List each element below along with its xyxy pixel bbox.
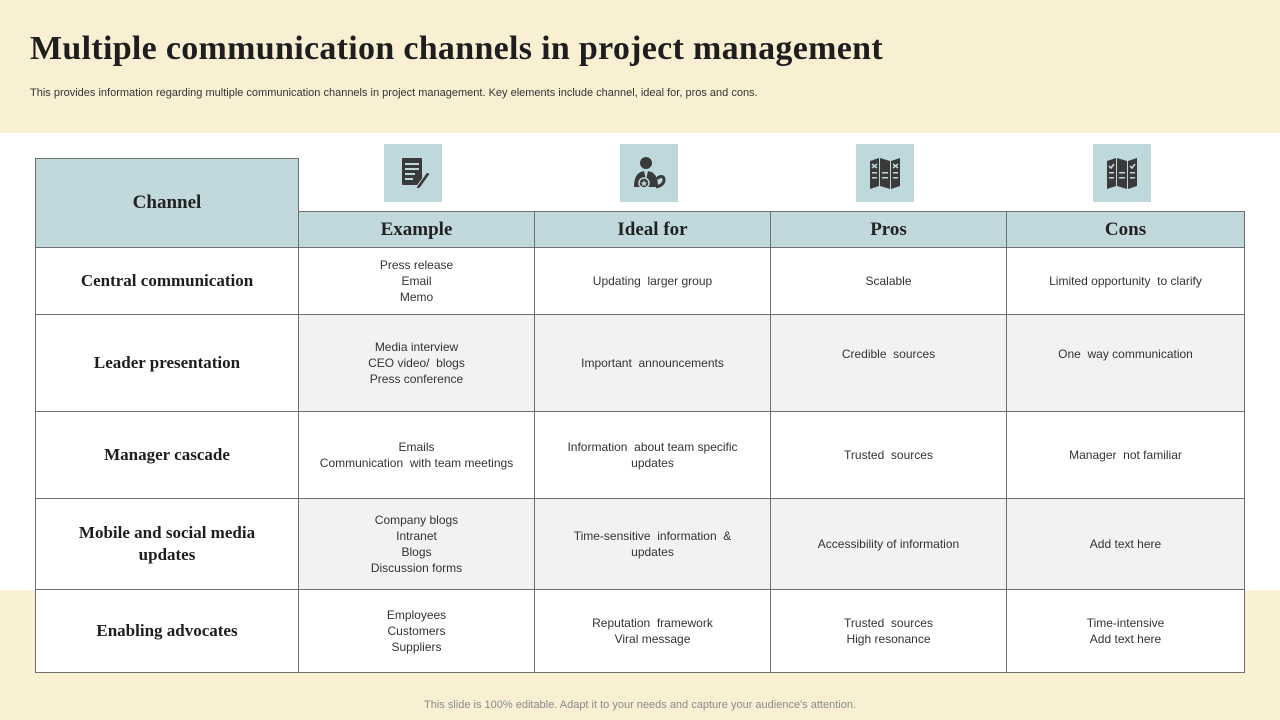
cell-line: Add text here [1089, 632, 1162, 646]
row-channel-leader-presentation: Leader presentation [35, 315, 299, 412]
page-subtitle: This provides information regarding mult… [30, 87, 758, 99]
cell-line: updates [631, 545, 674, 559]
cell-line: Blogs [401, 545, 432, 559]
footer-note: This slide is 100% editable. Adapt it to… [424, 699, 856, 711]
table-cell-ideal-for: Important announcements [535, 315, 771, 412]
cell-line: One way communication [1058, 347, 1193, 361]
table-cell-pros: Scalable [771, 248, 1007, 315]
cell-line: High resonance [846, 632, 931, 646]
table-cell-ideal-for: Time-sensitive information & updates [535, 499, 771, 590]
page-title: Multiple communication channels in proje… [30, 30, 883, 67]
table-cell-ideal-for: Updating larger group [535, 248, 771, 315]
header-band [0, 0, 1280, 133]
brochure-check-icon [1093, 144, 1151, 202]
icon-spacer [299, 158, 1245, 211]
row-channel-mobile-social: Mobile and social media updates [35, 499, 299, 590]
table-cell-cons: Limited opportunity to clarify [1007, 248, 1245, 315]
person-award-icon [620, 144, 678, 202]
cell-line: Customers [387, 624, 446, 638]
cell-line: Press conference [369, 372, 464, 386]
cell-line: Trusted sources [844, 616, 933, 630]
col-header-cons: Cons [1007, 211, 1245, 248]
table-cell-pros: Trusted sources [771, 412, 1007, 499]
cell-line: Reputation framework [592, 616, 713, 630]
cell-line: Updating larger group [592, 274, 713, 288]
table-cell-pros: Accessibility of information [771, 499, 1007, 590]
brochure-cross-icon [856, 144, 914, 202]
cell-line: Suppliers [391, 640, 442, 654]
cell-line: Memo [399, 290, 434, 304]
table-cell-cons: Add text here [1007, 499, 1245, 590]
table-cell-cons: One way communication [1007, 315, 1245, 412]
cell-line: Emails [398, 440, 435, 454]
cell-line: Company blogs [374, 513, 459, 527]
row-channel-central-communication: Central communication [35, 248, 299, 315]
cell-line: Trusted sources [844, 448, 933, 462]
cell-line: Accessibility of information [817, 537, 960, 551]
cell-line: Press release [379, 258, 454, 272]
cell-line: Time-intensive [1086, 616, 1165, 630]
cell-line: Limited opportunity to clarify [1049, 274, 1202, 288]
cell-line: Manager not familiar [1069, 448, 1182, 462]
cell-line: Discussion forms [370, 561, 463, 575]
channels-table: Channel Example Ideal for Pros Cons Cent… [35, 158, 1245, 673]
col-header-ideal-for: Ideal for [535, 211, 771, 248]
channel-header: Channel [35, 158, 299, 248]
cell-line: CEO video/ blogs [368, 356, 465, 370]
cell-line: Information about team specific [567, 440, 738, 454]
cell-line: Scalable [865, 274, 912, 288]
cell-line: Add text here [1089, 537, 1162, 551]
cell-line: Important announcements [581, 356, 724, 370]
cell-line: Intranet [396, 529, 437, 543]
cell-line: Email [401, 274, 432, 288]
col-header-example: Example [299, 211, 535, 248]
cell-line: Employees [386, 608, 447, 622]
table-cell-cons: Manager not familiar [1007, 412, 1245, 499]
cell-line: Time-sensitive information & [573, 529, 732, 543]
document-pen-icon [384, 144, 442, 202]
cell-line: Media interview [374, 340, 459, 354]
row-channel-enabling-advocates: Enabling advocates [35, 590, 299, 673]
table-cell-ideal-for: Information about team specific updates [535, 412, 771, 499]
col-header-pros: Pros [771, 211, 1007, 248]
cell-line: Credible sources [841, 347, 936, 361]
row-channel-manager-cascade: Manager cascade [35, 412, 299, 499]
table-cell-pros: Credible sources [771, 315, 1007, 412]
cell-line: Communication with team meetings [319, 456, 514, 470]
cell-line: updates [631, 456, 674, 470]
cell-line: Viral message [614, 632, 691, 646]
